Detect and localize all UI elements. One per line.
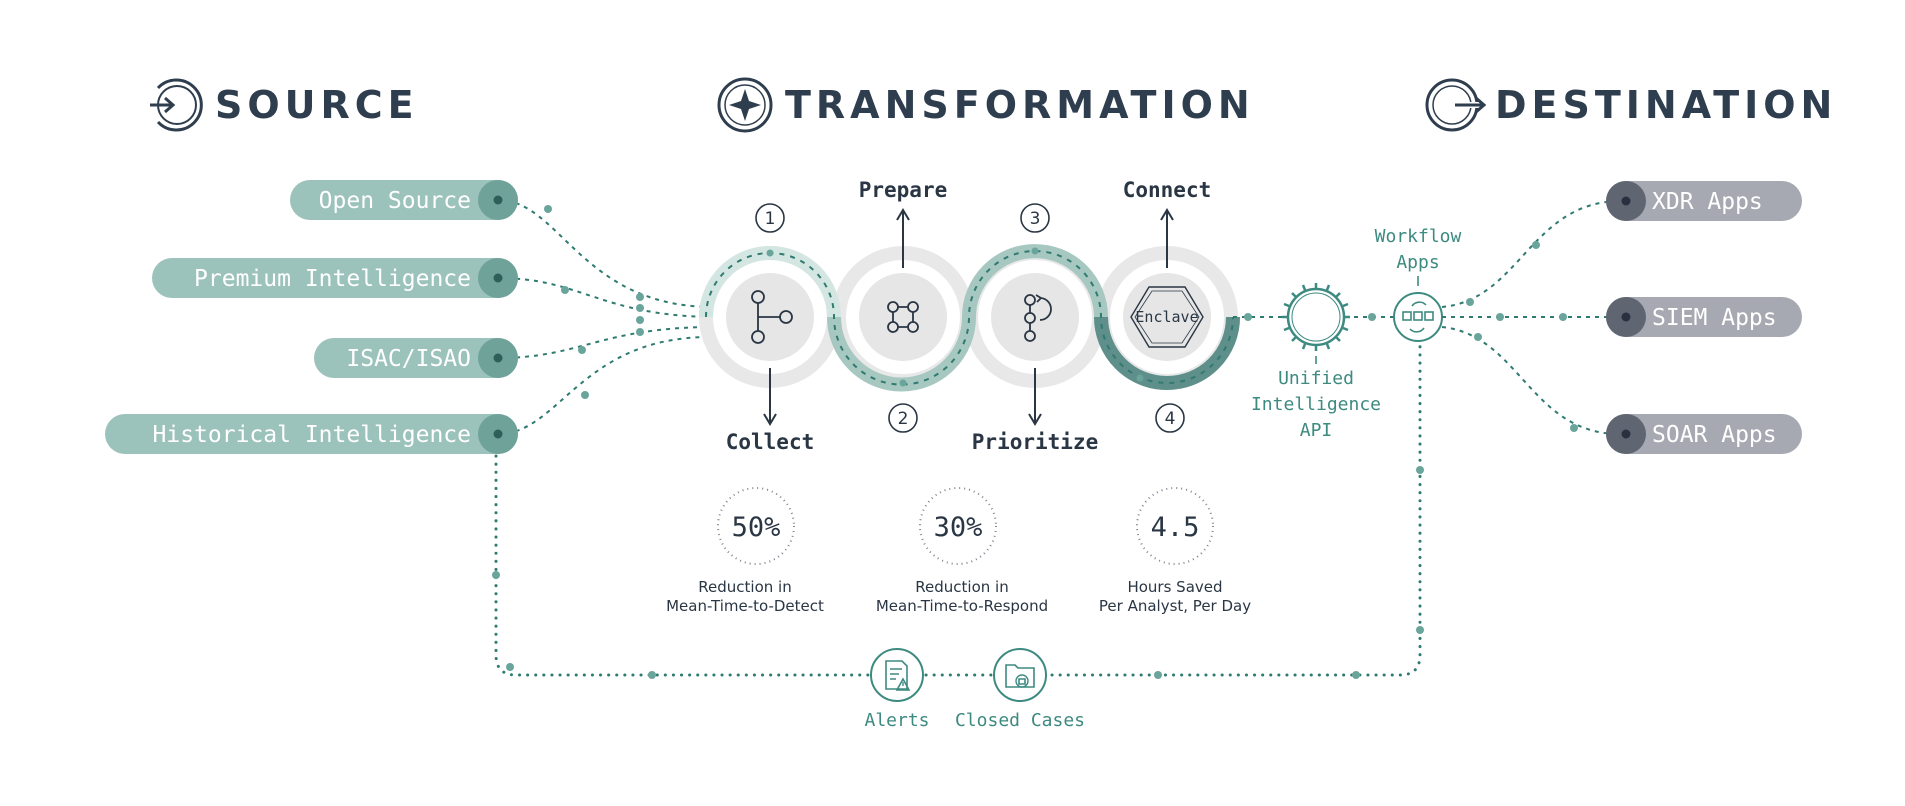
stat-caption-detect-line2: Mean-Time-to-Detect [666,597,824,615]
workflow-label-line2: Apps [1396,252,1439,273]
stage-number-4: 4 [1165,409,1176,429]
alert-document-icon [885,660,911,691]
source-label-historical-intelligence: Historical Intelligence [153,422,472,448]
enclave-label: Enclave [1135,308,1198,326]
unified-api[interactable]: Unified Intelligence API [1251,283,1381,441]
destination-label-soar: SOAR Apps [1652,422,1777,448]
branch-icon [751,290,793,344]
source-title: SOURCE [215,83,419,127]
api-label-line2: Intelligence [1251,394,1381,415]
source-connectors [497,199,711,435]
closed-cases-label: Closed Cases [955,710,1085,731]
stage-prioritize: 3 Prioritize [972,203,1098,454]
collect-label: Collect [726,430,815,454]
stage-number-2: 2 [898,409,909,429]
alerts-label: Alerts [864,710,929,731]
prioritize-label: Prioritize [972,430,1098,454]
connect-node: Enclave [1123,273,1211,361]
closed-cases-node[interactable]: Closed Cases [955,648,1085,731]
compass-icon [717,77,773,133]
prioritize-node [991,273,1079,361]
workflow-apps[interactable]: Workflow Apps [1375,226,1462,342]
stage-collect: 1 Collect [726,203,815,454]
alerts-node[interactable]: Alerts [864,648,930,731]
destination-header: DESTINATION [1425,78,1837,132]
pipeline-path [699,244,1240,392]
stat-value-detect: 50% [732,512,781,543]
stat-caption-respond-line2: Mean-Time-to-Respond [876,597,1048,615]
connect-label: Connect [1123,178,1212,202]
prepare-label: Prepare [859,178,948,202]
api-label-line3: API [1300,420,1333,441]
hexagon-icon [1130,286,1204,348]
destination-pill-siem[interactable]: SIEM Apps [1606,297,1802,337]
stat-caption-respond-line1: Reduction in [915,578,1008,596]
stat-hours: 4.5 Hours Saved Per Analyst, Per Day [1099,487,1251,615]
api-to-workflow-connector [1233,313,1395,321]
destination-pill-xdr[interactable]: XDR Apps [1606,181,1802,221]
destination-icon [1425,78,1487,132]
stat-detect: 50% Reduction in Mean-Time-to-Detect [666,487,824,615]
transformation-header: TRANSFORMATION [717,77,1255,133]
feedback-loop [492,341,1424,679]
api-label-line1: Unified [1278,368,1354,389]
collect-node [726,273,814,361]
folder-lock-icon [1005,664,1035,688]
stage-number-1: 1 [765,209,776,229]
source-label-premium-intelligence: Premium Intelligence [194,266,471,292]
destination-label-siem: SIEM Apps [1652,305,1777,331]
stage-number-3: 3 [1030,209,1041,229]
stage-prepare: 2 Prepare [859,178,948,433]
stat-value-respond: 30% [934,512,983,543]
destination-pill-soar[interactable]: SOAR Apps [1606,414,1802,454]
stat-caption-hours-line2: Per Analyst, Per Day [1099,597,1251,615]
source-label-isac-isao: ISAC/ISAO [346,346,471,372]
workflow-icon [1393,292,1443,342]
gear-icon [1282,283,1350,351]
source-pill-isac-isao[interactable]: ISAC/ISAO [314,338,518,378]
prepare-node [859,273,947,361]
stat-respond: 30% Reduction in Mean-Time-to-Respond [876,487,1048,615]
nodes-icon [887,301,919,333]
source-pill-historical-intelligence[interactable]: Historical Intelligence [105,414,518,454]
source-pill-open-source[interactable]: Open Source [290,180,518,220]
source-pill-premium-intelligence[interactable]: Premium Intelligence [152,258,518,298]
destination-connectors [1441,200,1621,435]
workflow-label-line1: Workflow [1375,226,1462,247]
source-header: SOURCE [150,78,419,132]
flow-icon [1024,294,1052,342]
stat-caption-hours-line1: Hours Saved [1127,578,1222,596]
destination-label-xdr: XDR Apps [1652,189,1763,215]
stage-connect: 4 Connect [1123,178,1212,433]
stat-value-hours: 4.5 [1151,512,1200,543]
source-label-open-source: Open Source [319,188,471,214]
stat-caption-detect-line1: Reduction in [698,578,791,596]
transformation-title: TRANSFORMATION [785,83,1255,127]
source-icon [150,78,203,132]
destination-title: DESTINATION [1495,83,1837,127]
